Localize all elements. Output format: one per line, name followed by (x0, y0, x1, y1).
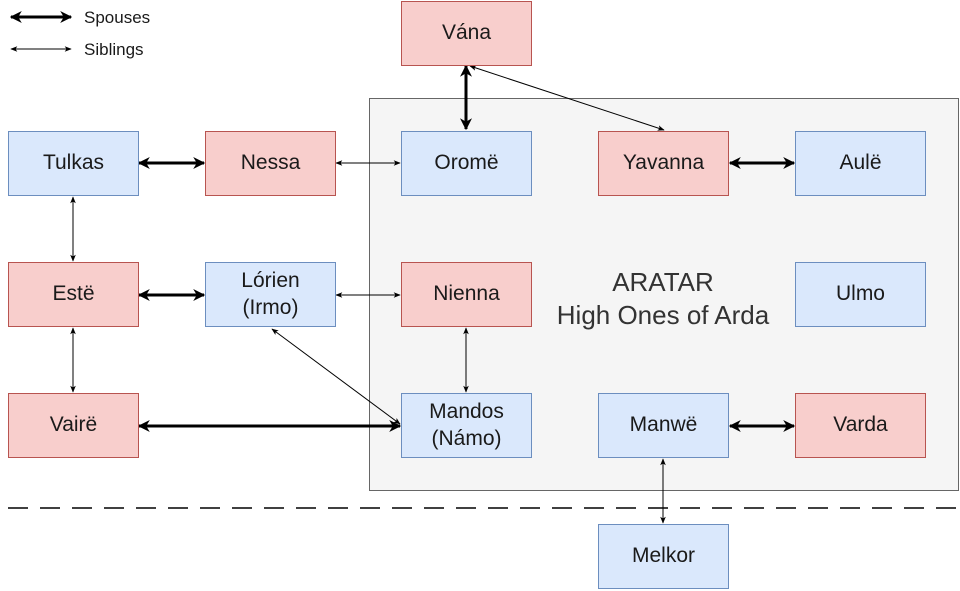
sibling-edge-vana-yavanna (469, 65, 665, 131)
aratar-title: ARATAR (612, 267, 714, 297)
node-yavanna[interactable]: Yavanna (598, 131, 729, 196)
node-nessa[interactable]: Nessa (205, 131, 336, 196)
node-vana[interactable]: Vána (401, 1, 532, 66)
node-melkor[interactable]: Melkor (598, 524, 729, 589)
node-orome[interactable]: Oromë (401, 131, 532, 196)
node-lorien[interactable]: Lórien (Irmo) (205, 262, 336, 327)
legend-spouses-label: Spouses (84, 8, 151, 27)
node-ulmo[interactable]: Ulmo (795, 262, 926, 327)
node-este[interactable]: Estë (8, 262, 139, 327)
node-nienna[interactable]: Nienna (401, 262, 532, 327)
node-varda[interactable]: Varda (795, 393, 926, 458)
node-tulkas[interactable]: Tulkas (8, 131, 139, 196)
node-aule[interactable]: Aulë (795, 131, 926, 196)
legend-siblings-label: Siblings (84, 40, 144, 59)
node-mandos[interactable]: Mandos (Námo) (401, 393, 532, 458)
node-manwe[interactable]: Manwë (598, 393, 729, 458)
aratar-subtitle: High Ones of Arda (556, 299, 770, 330)
aratar-group-label: ARATAR High Ones of Arda (530, 266, 796, 331)
node-vaire[interactable]: Vairë (8, 393, 139, 458)
sibling-edge-lorien-mandos (271, 328, 401, 425)
